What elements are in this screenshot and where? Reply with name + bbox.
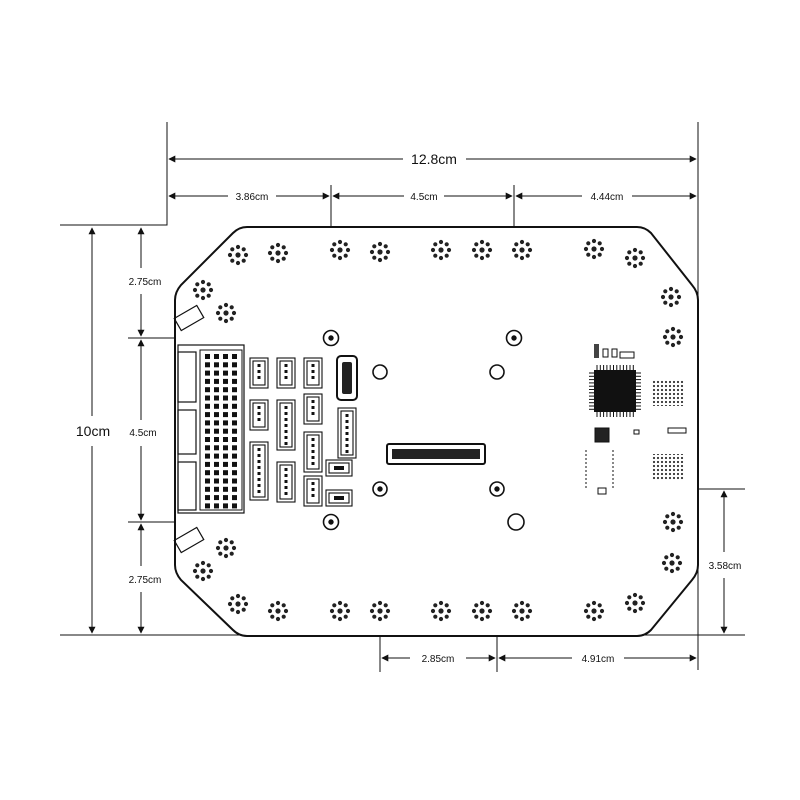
label-right-hole-height: 3.58cm <box>709 561 742 572</box>
jst-connector <box>325 489 353 507</box>
led-ring <box>430 239 452 261</box>
jst-connector <box>303 357 323 389</box>
led-ring <box>471 600 493 622</box>
led-ring <box>329 239 351 261</box>
board-connector <box>386 443 486 465</box>
led-ring <box>329 600 351 622</box>
led-ring <box>192 279 214 301</box>
jst-connector <box>303 475 323 507</box>
label-bottom-margin: 2.75cm <box>129 575 162 586</box>
dimension-lines <box>88 155 728 662</box>
jst-connector <box>276 399 296 451</box>
board-outline <box>174 226 699 637</box>
label-left-offset: 3.86cm <box>236 192 269 203</box>
small-components <box>585 344 687 495</box>
led-ring <box>662 511 684 533</box>
jst-connector <box>276 357 296 389</box>
led-ring <box>215 302 237 324</box>
led-ring <box>511 239 533 261</box>
pin-header <box>199 349 243 511</box>
led-ring <box>267 242 289 264</box>
mcu-chip <box>589 365 641 417</box>
led-rings <box>192 238 684 622</box>
grid-array-bottom <box>652 454 684 480</box>
jst-connector <box>249 357 269 389</box>
left-connector-block <box>173 304 245 554</box>
jst-connector <box>249 399 269 431</box>
mounting-holes <box>322 329 525 531</box>
jst-connector <box>303 431 323 473</box>
label-hole-spacing-vertical: 4.5cm <box>129 428 156 439</box>
label-right-offset: 4.44cm <box>591 192 624 203</box>
led-ring <box>430 600 452 622</box>
jst-connector <box>325 459 353 477</box>
label-total-height: 10cm <box>76 423 110 439</box>
jst-connector <box>276 461 296 503</box>
dimension-labels: 12.8cm 3.86cm 4.5cm 4.44cm 10cm 2.75cm 4… <box>76 151 742 665</box>
jst-connector <box>249 441 269 501</box>
led-ring <box>215 537 237 559</box>
label-top-margin: 2.75cm <box>129 277 162 288</box>
led-ring <box>369 600 391 622</box>
jst-connectors <box>249 357 357 507</box>
led-ring <box>227 244 249 266</box>
led-ring <box>227 593 249 615</box>
led-ring <box>369 241 391 263</box>
led-ring <box>624 592 646 614</box>
grid-array-top <box>652 380 684 406</box>
led-ring <box>192 560 214 582</box>
jst-connector <box>337 407 357 459</box>
label-hole-spacing-top: 4.5cm <box>410 192 437 203</box>
led-ring <box>624 247 646 269</box>
led-ring <box>583 238 605 260</box>
led-ring <box>267 600 289 622</box>
mount-hole-top-right <box>505 329 523 347</box>
jst-connector <box>303 393 323 425</box>
plain-hole <box>372 364 388 380</box>
label-bottom-right-offset: 4.91cm <box>582 654 615 665</box>
led-ring <box>661 552 683 574</box>
plain-hole <box>489 364 505 380</box>
label-bottom-hole-spacing: 2.85cm <box>422 654 455 665</box>
plain-hole <box>507 513 525 531</box>
label-total-width: 12.8cm <box>411 151 457 167</box>
mount-hole-center-right <box>489 481 505 497</box>
mount-hole-bottom-left <box>322 513 340 531</box>
led-ring <box>662 326 684 348</box>
usb-port <box>336 355 358 401</box>
led-ring <box>660 286 682 308</box>
mount-hole-center-left <box>372 481 388 497</box>
mount-hole-top-left <box>322 329 340 347</box>
led-ring <box>583 600 605 622</box>
led-ring <box>511 600 533 622</box>
led-ring <box>471 239 493 261</box>
